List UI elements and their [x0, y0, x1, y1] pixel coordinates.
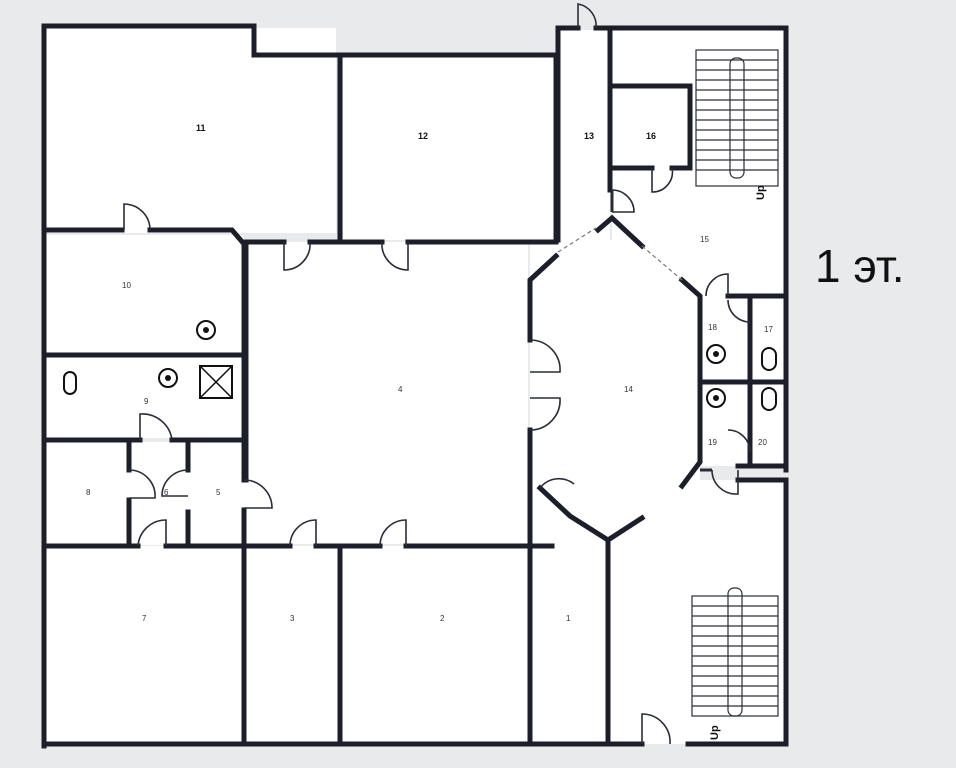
- room-label-4: 4: [398, 385, 403, 394]
- stair-top-rail: [729, 57, 745, 179]
- stair-top-steps: [696, 59, 778, 171]
- door-7: [137, 519, 167, 547]
- room-label-1: 1: [566, 614, 571, 623]
- room-label-3: 3: [290, 614, 295, 623]
- door-2: [379, 519, 407, 547]
- doors: [123, 3, 751, 745]
- room-8-area: [44, 442, 129, 545]
- room-label-7: 7: [142, 614, 147, 623]
- door-9: [139, 413, 173, 441]
- stair-bottom-steps: [692, 605, 778, 707]
- door-16: [651, 167, 674, 193]
- door-17: [727, 299, 751, 323]
- door-entrance: [641, 713, 671, 745]
- stair-top: [695, 49, 779, 187]
- stairs-up-label-top: Up: [755, 185, 767, 200]
- stairs-up-label-bottom: Up: [709, 725, 721, 740]
- room-label-17: 17: [764, 325, 773, 334]
- stair-bottom-area: [610, 480, 785, 744]
- room-label-6: 6: [164, 488, 169, 497]
- stair-bottom-rail: [727, 587, 743, 717]
- room-label-16: 16: [646, 131, 656, 141]
- wall-outer-bottom-right: [685, 477, 789, 747]
- wall-outer-top-right: [593, 25, 789, 473]
- room-label-11: 11: [196, 123, 206, 133]
- room-labels: 1 2 3 4 5 6 7 8 9 10 11 12 13 14 15 16 1…: [86, 123, 773, 623]
- room-label-10: 10: [122, 281, 131, 290]
- room-label-18: 18: [708, 323, 717, 332]
- door-11: [123, 203, 151, 231]
- toilet-icon-20: [761, 387, 777, 411]
- stair-bottom: [691, 587, 779, 717]
- wall-14-right: [678, 276, 703, 490]
- glass-partition-top-left: [557, 227, 597, 253]
- wall-13: [555, 25, 581, 243]
- room-label-19: 19: [708, 438, 717, 447]
- room-4-area: [246, 242, 528, 544]
- room-fills: [44, 28, 785, 744]
- room-label-14: 14: [624, 385, 633, 394]
- stair-top-frame: [695, 49, 779, 187]
- door-13-top: [577, 3, 597, 29]
- toilet-icon-17: [761, 347, 777, 371]
- door-15: [611, 189, 635, 213]
- door-18: [705, 273, 729, 297]
- shaft-icon-9: [199, 365, 233, 399]
- room-13-area: [560, 30, 610, 255]
- sink-drain-icon-9: [165, 375, 171, 381]
- floor-label: 1 эт.: [815, 240, 905, 292]
- door-6-right: [161, 469, 189, 497]
- door-6-left: [128, 469, 156, 499]
- door-4-top-2: [381, 241, 409, 271]
- room-11-area: [44, 28, 336, 233]
- door-4-top-1: [283, 241, 311, 271]
- door-19: [711, 469, 739, 495]
- glass-partition-top-right: [641, 245, 683, 281]
- wall-14-top-right: [594, 214, 646, 250]
- room-label-2: 2: [440, 614, 445, 623]
- room-label-13: 13: [584, 131, 594, 141]
- room-12-area: [343, 55, 556, 240]
- door-5: [243, 479, 273, 509]
- bottom-rooms-area: [44, 546, 610, 744]
- toilet-icon-9: [63, 371, 77, 395]
- wall-14-bottom-left: [536, 484, 612, 544]
- door-3: [289, 519, 317, 547]
- door-14-bottom: [539, 477, 575, 489]
- fixtures: [63, 320, 777, 411]
- room-label-20: 20: [758, 438, 767, 447]
- room-label-15: 15: [700, 235, 709, 244]
- sink-drain-icon-10: [203, 327, 209, 333]
- door-14-left-1: [529, 339, 561, 373]
- door-20: [727, 429, 751, 453]
- sink-drain-icon-19: [713, 395, 719, 401]
- wall-16: [609, 83, 693, 171]
- walls: [41, 23, 789, 749]
- sink-drain-icon-18: [713, 351, 719, 357]
- door-14-left-2: [529, 397, 561, 431]
- wall-4-14: [527, 252, 560, 343]
- wall-14-bottom-right: [604, 514, 646, 544]
- room-label-8: 8: [86, 488, 91, 497]
- room-label-5: 5: [216, 488, 221, 497]
- room-label-9: 9: [144, 397, 149, 406]
- room-label-12: 12: [418, 131, 428, 141]
